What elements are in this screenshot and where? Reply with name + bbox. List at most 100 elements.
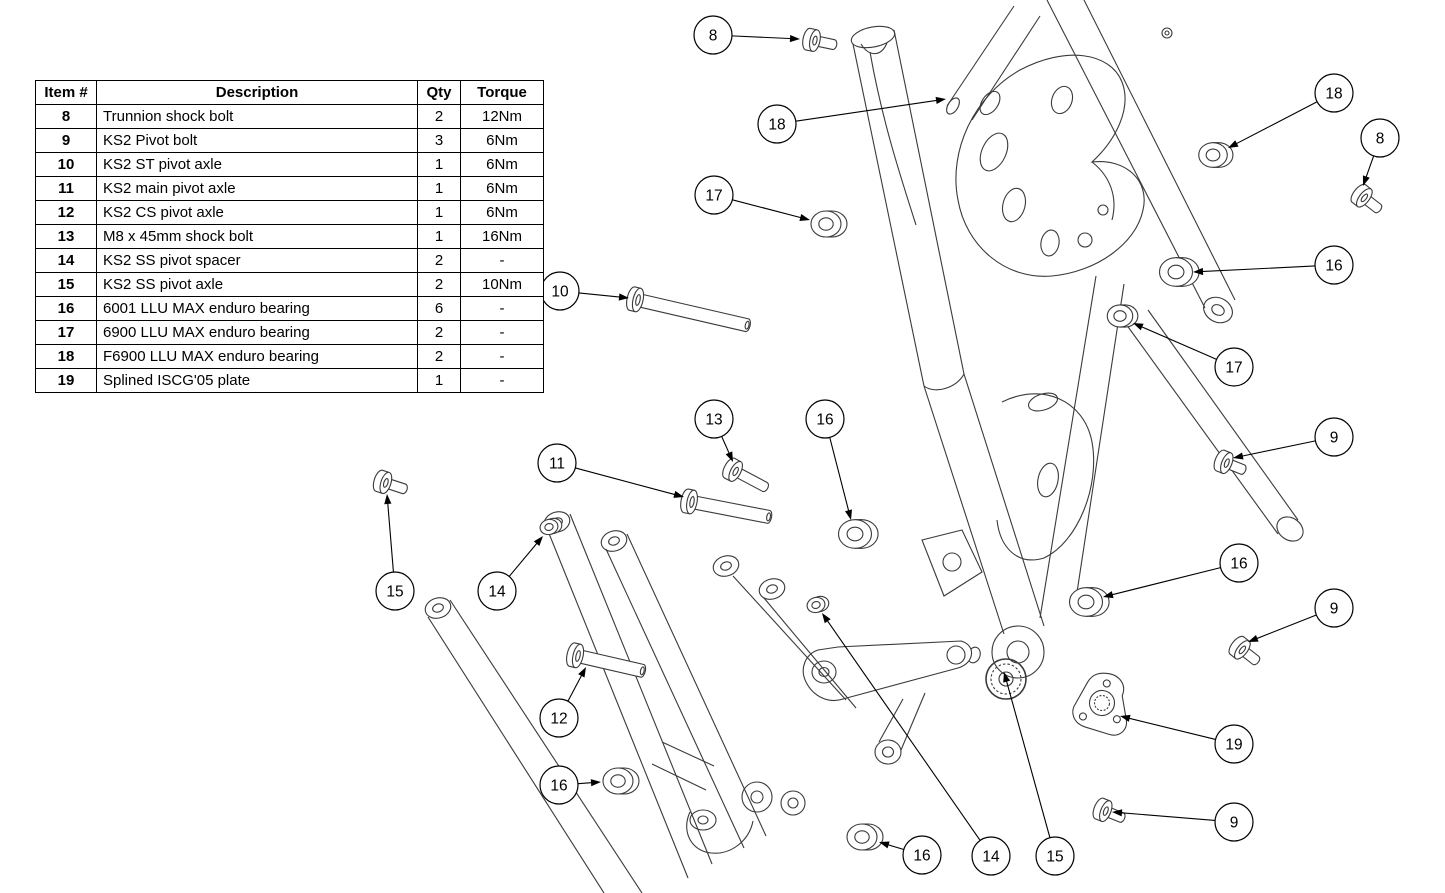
- col-header-qty: Qty: [417, 80, 461, 105]
- part-bolt: [1092, 797, 1126, 823]
- part-bolt: [1350, 183, 1383, 214]
- cell-description: 6900 LLU MAX enduro bearing: [96, 320, 418, 345]
- svg-text:9: 9: [1330, 429, 1339, 446]
- callout-17: 17: [694, 175, 810, 221]
- callout-9: 9: [1248, 588, 1354, 642]
- cell-torque: 6Nm: [460, 200, 544, 225]
- cell-description: F6900 LLU MAX enduro bearing: [96, 344, 418, 369]
- callout-18: 18: [757, 96, 946, 144]
- svg-text:8: 8: [709, 27, 718, 44]
- callout-16: 16: [1193, 245, 1354, 285]
- cell-torque: 16Nm: [460, 224, 544, 249]
- svg-text:18: 18: [1325, 85, 1342, 102]
- cell-qty: 1: [417, 200, 461, 225]
- cell-torque: 12Nm: [460, 104, 544, 129]
- col-header-torque: Torque: [460, 80, 544, 105]
- cell-qty: 2: [417, 320, 461, 345]
- cell-qty: 6: [417, 296, 461, 321]
- svg-text:9: 9: [1230, 814, 1239, 831]
- part-plate: [1072, 672, 1128, 736]
- cell-qty: 2: [417, 344, 461, 369]
- part-axle: [626, 286, 751, 333]
- cell-description: Splined ISCG'05 plate: [96, 368, 418, 393]
- part-bolt: [372, 469, 408, 495]
- cell-description: KS2 Pivot bolt: [96, 128, 418, 153]
- cell-torque: -: [460, 296, 544, 321]
- part-bearing: [602, 767, 640, 795]
- cell-item: 9: [35, 128, 97, 153]
- callout-9: 9: [1233, 417, 1354, 460]
- cell-torque: -: [460, 248, 544, 273]
- cell-description: KS2 SS pivot spacer: [96, 248, 418, 273]
- cell-torque: -: [460, 320, 544, 345]
- callout-16: 16: [1103, 543, 1259, 599]
- callout-18: 18: [1228, 73, 1354, 148]
- col-header-item: Item #: [35, 80, 97, 105]
- callout-15: 15: [1003, 672, 1075, 876]
- cell-item: 15: [35, 272, 97, 297]
- part-spacer: [806, 595, 830, 614]
- part-bearing: [846, 823, 884, 851]
- callout-12: 12: [539, 667, 586, 738]
- svg-text:18: 18: [768, 116, 785, 133]
- cell-torque: -: [460, 368, 544, 393]
- parts-table-header: Item # Description Qty Torque: [35, 80, 544, 105]
- svg-text:15: 15: [386, 583, 403, 600]
- svg-text:16: 16: [816, 411, 833, 428]
- cell-qty: 2: [417, 104, 461, 129]
- cell-qty: 1: [417, 368, 461, 393]
- svg-text:9: 9: [1330, 600, 1339, 617]
- cell-qty: 1: [417, 152, 461, 177]
- svg-text:10: 10: [551, 283, 569, 300]
- cell-torque: 6Nm: [460, 152, 544, 177]
- part-bearing: [1158, 257, 1200, 287]
- callout-17: 17: [1133, 323, 1254, 387]
- callout-15: 15: [375, 494, 415, 611]
- part-bearing: [1198, 142, 1234, 168]
- part-bearing: [1068, 587, 1110, 617]
- svg-text:16: 16: [1230, 555, 1247, 572]
- svg-text:13: 13: [705, 411, 722, 428]
- part-axle: [680, 488, 773, 524]
- callout-13: 13: [694, 399, 734, 462]
- cell-qty: 2: [417, 272, 461, 297]
- svg-text:17: 17: [705, 187, 722, 204]
- callout-16: 16: [539, 765, 601, 805]
- cell-item: 14: [35, 248, 97, 273]
- part-axle: [566, 642, 647, 678]
- callout-16: 16: [879, 835, 942, 875]
- callout-19: 19: [1120, 714, 1254, 764]
- part-bolt: [802, 27, 838, 52]
- cell-torque: 6Nm: [460, 176, 544, 201]
- callout-11: 11: [537, 443, 684, 498]
- svg-text:14: 14: [982, 848, 1000, 865]
- cell-torque: 6Nm: [460, 128, 544, 153]
- part-spacer: [539, 517, 563, 536]
- callout-8: 8: [1360, 118, 1400, 186]
- callout-10: 10: [540, 271, 629, 311]
- part-bearing: [810, 210, 848, 238]
- cell-item: 11: [35, 176, 97, 201]
- part-bearing: [837, 519, 879, 549]
- svg-text:19: 19: [1225, 736, 1242, 753]
- col-header-description: Description: [96, 80, 418, 105]
- cell-description: KS2 main pivot axle: [96, 176, 418, 201]
- cell-item: 19: [35, 368, 97, 393]
- part-bearing: [1106, 304, 1139, 328]
- cell-description: Trunnion shock bolt: [96, 104, 418, 129]
- cell-description: M8 x 45mm shock bolt: [96, 224, 418, 249]
- cell-item: 16: [35, 296, 97, 321]
- part-bolt: [1213, 449, 1247, 475]
- cell-item: 12: [35, 200, 97, 225]
